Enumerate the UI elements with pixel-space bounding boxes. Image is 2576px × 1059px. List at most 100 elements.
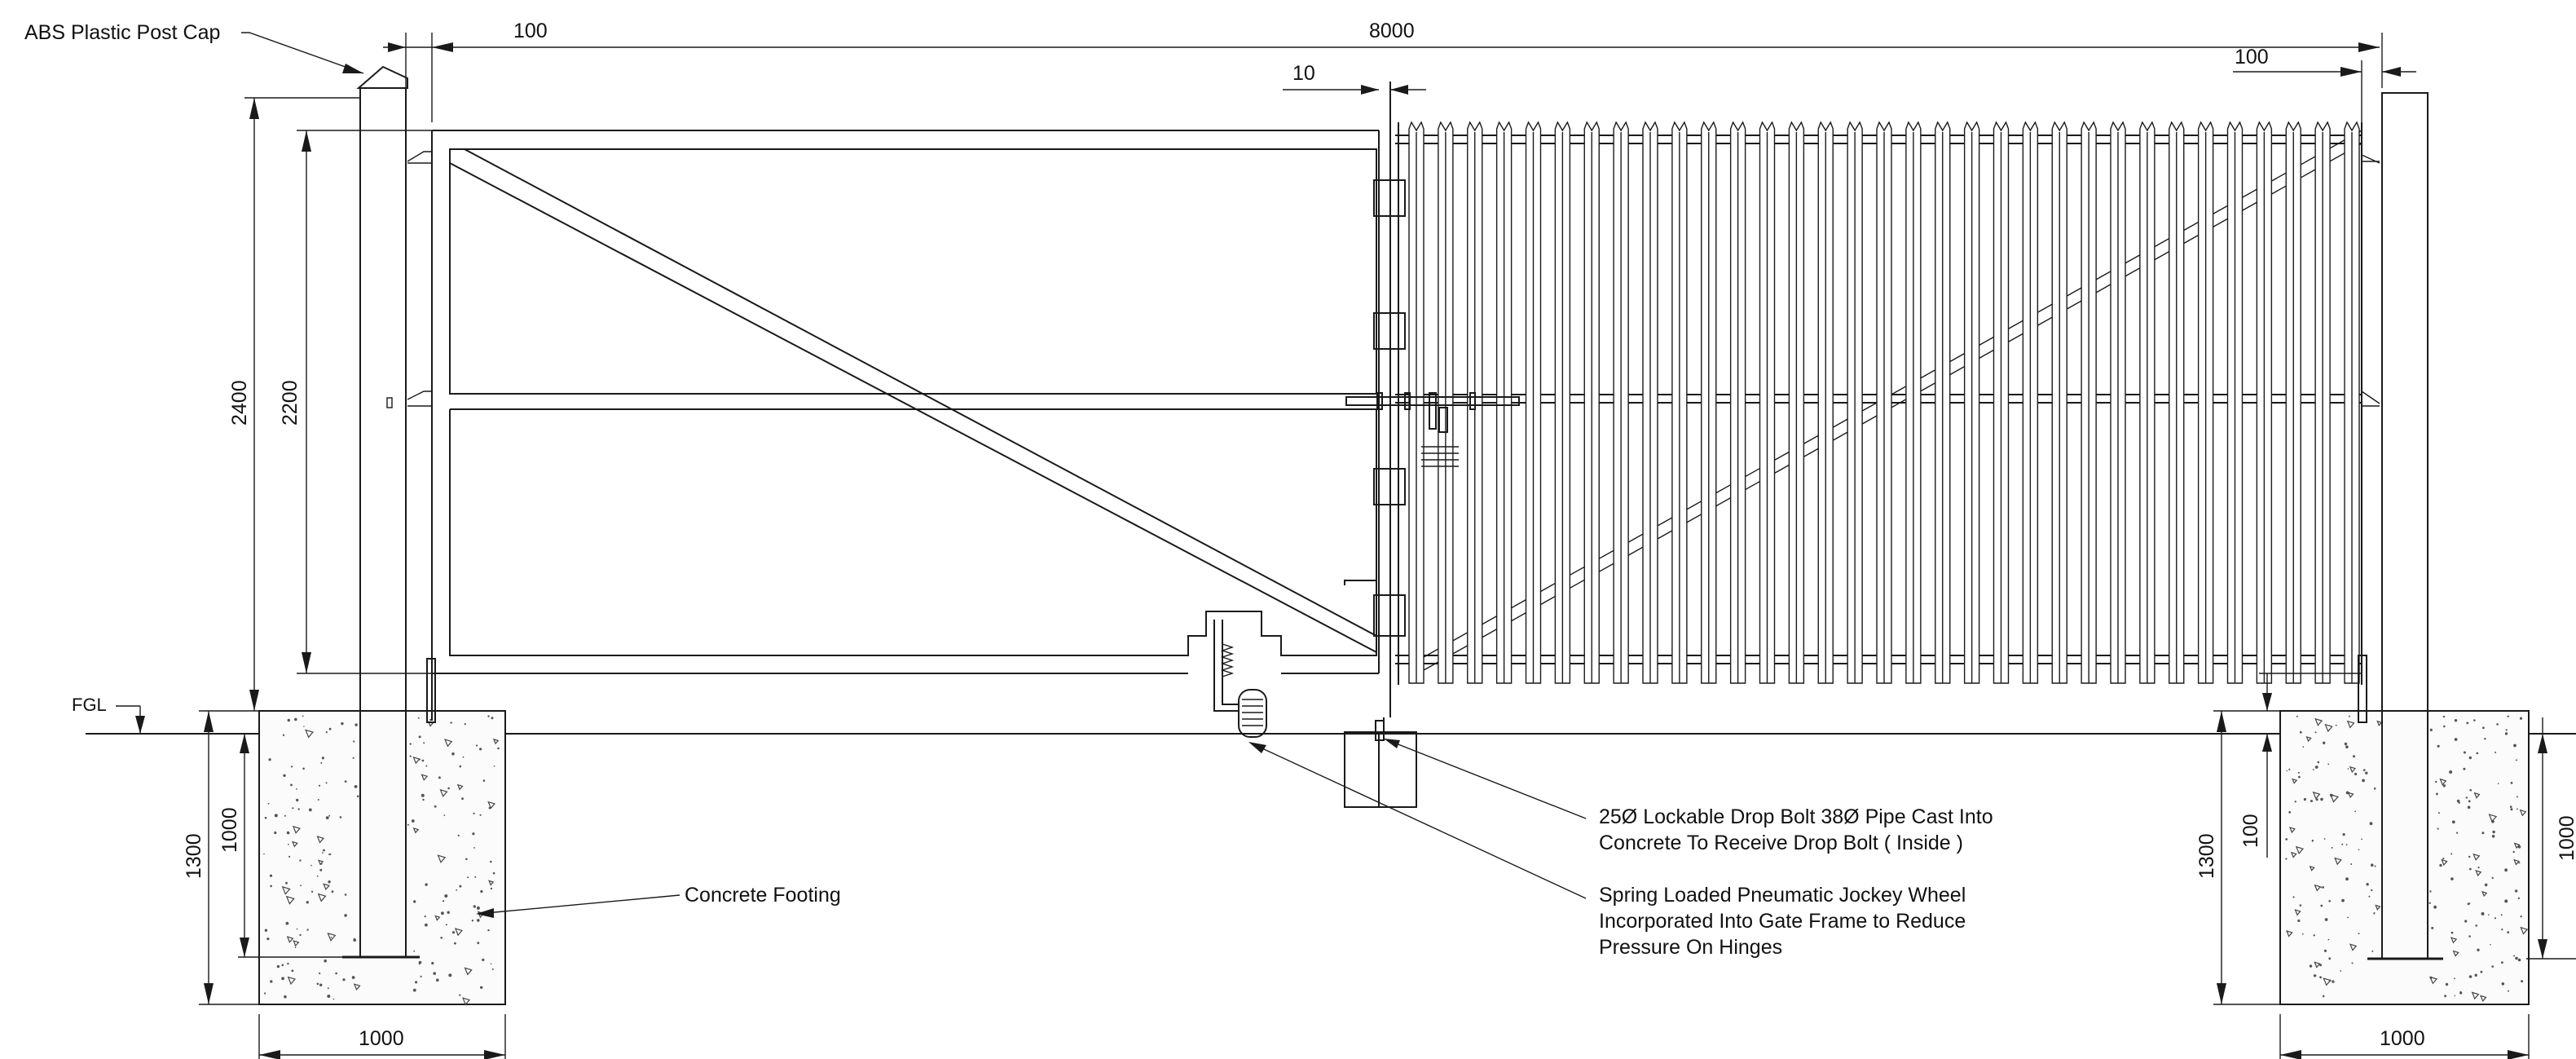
concrete-speck [2515,956,2518,960]
concrete-speck [320,761,323,764]
concrete-speck [471,920,474,922]
concrete-speck [2309,964,2313,968]
concrete-speck [456,889,458,891]
concrete-aggregate [454,928,463,937]
concrete-speck [2323,838,2326,840]
dim-left-footing-depth: 1300 [183,833,205,879]
concrete-speck [479,814,482,816]
concrete-speck [2519,717,2523,720]
concrete-aggregate [2439,778,2447,786]
concrete-speck [2475,924,2477,927]
concrete-aggregate [293,940,300,947]
concrete-speck [457,834,460,836]
palisade-leaf [1345,121,2380,723]
concrete-speck [418,735,421,739]
concrete-speck [339,816,342,819]
concrete-speck [415,981,418,984]
concrete-speck [2299,730,2302,734]
concrete-speck [2442,715,2446,718]
concrete-speck [2314,766,2318,769]
concrete-aggregate [488,880,495,886]
concrete-speck [2481,832,2485,835]
concrete-speck [421,759,425,762]
concrete-speck [2322,886,2325,889]
jockey-wheel-label-line2: Incorporated Into Gate Frame to Reduce [1599,910,1966,933]
concrete-speck [2314,731,2317,734]
concrete-speck [267,802,270,805]
concrete-speck [2366,883,2369,886]
concrete-speck [2501,961,2503,964]
concrete-speck [411,819,415,823]
dim-right-footing-depth: 1300 [2195,833,2218,879]
post-cap-icon [356,65,408,89]
concrete-speck [2435,780,2437,783]
concrete-speck [2371,863,2374,867]
concrete-speck [292,807,294,810]
concrete-speck [477,919,480,922]
concrete-aggregate [421,774,429,781]
concrete-speck [276,964,280,969]
concrete-speck [325,731,328,734]
concrete-speck [2442,784,2446,788]
concrete-speck [2299,904,2302,907]
concrete-speck [2495,752,2497,753]
concrete-speck [2358,933,2360,935]
concrete-aggregate [412,757,421,765]
concrete-speck [2508,990,2509,992]
concrete-speck [2429,728,2433,732]
concrete-aggregate [327,932,337,942]
concrete-speck [413,900,416,903]
concrete-speck [459,765,462,768]
concrete-speck [2285,838,2288,841]
concrete-speck [332,998,335,1000]
concrete-speck [2466,721,2469,725]
concrete-aggregate [2347,792,2354,799]
concrete-aggregate [323,883,330,891]
concrete-aggregate [2475,870,2482,877]
right-post [2367,92,2443,960]
concrete-speck [2374,865,2376,867]
concrete-speck [2288,768,2291,770]
dim-right-post-gap: 100 [2235,46,2269,68]
concrete-speck [264,929,268,932]
left-gate-leaf [407,82,1406,723]
concrete-speck [2451,820,2455,824]
concrete-speck [2302,746,2305,748]
concrete-aggregate [2349,943,2358,951]
concrete-speck [2463,767,2466,770]
concrete-speck [341,721,344,726]
concrete-aggregate [2286,930,2293,938]
concrete-speck [2509,805,2512,808]
concrete-speck [2437,812,2440,814]
concrete-speck [2491,965,2494,968]
left-post [342,65,420,959]
concrete-speck [2310,800,2313,802]
concrete-speck [2480,970,2483,973]
concrete-aggregate [437,854,447,863]
concrete-aggregate [487,801,496,810]
concrete-speck [2454,738,2458,741]
concrete-speck [2501,929,2503,931]
concrete-aggregate [287,976,297,985]
concrete-speck [2354,772,2358,776]
concrete-speck [472,832,475,836]
concrete-aggregate [2346,720,2355,729]
concrete-speck [2362,769,2366,771]
concrete-speck [270,980,273,983]
concrete-speck [412,988,416,992]
concrete-aggregate [2520,926,2529,935]
concrete-speck [474,876,477,878]
concrete-speck [288,843,289,845]
concrete-speck [2473,719,2476,721]
concrete-speck [316,982,319,986]
concrete-aggregate [281,885,291,895]
concrete-speck [2454,995,2456,997]
concrete-speck [417,717,420,719]
concrete-aggregate [456,783,464,791]
concrete-speck [2340,970,2342,972]
concrete-aggregate [2513,842,2521,849]
concrete-speck [2286,770,2288,772]
concrete-speck [2342,833,2345,836]
concrete-speck [490,860,492,863]
